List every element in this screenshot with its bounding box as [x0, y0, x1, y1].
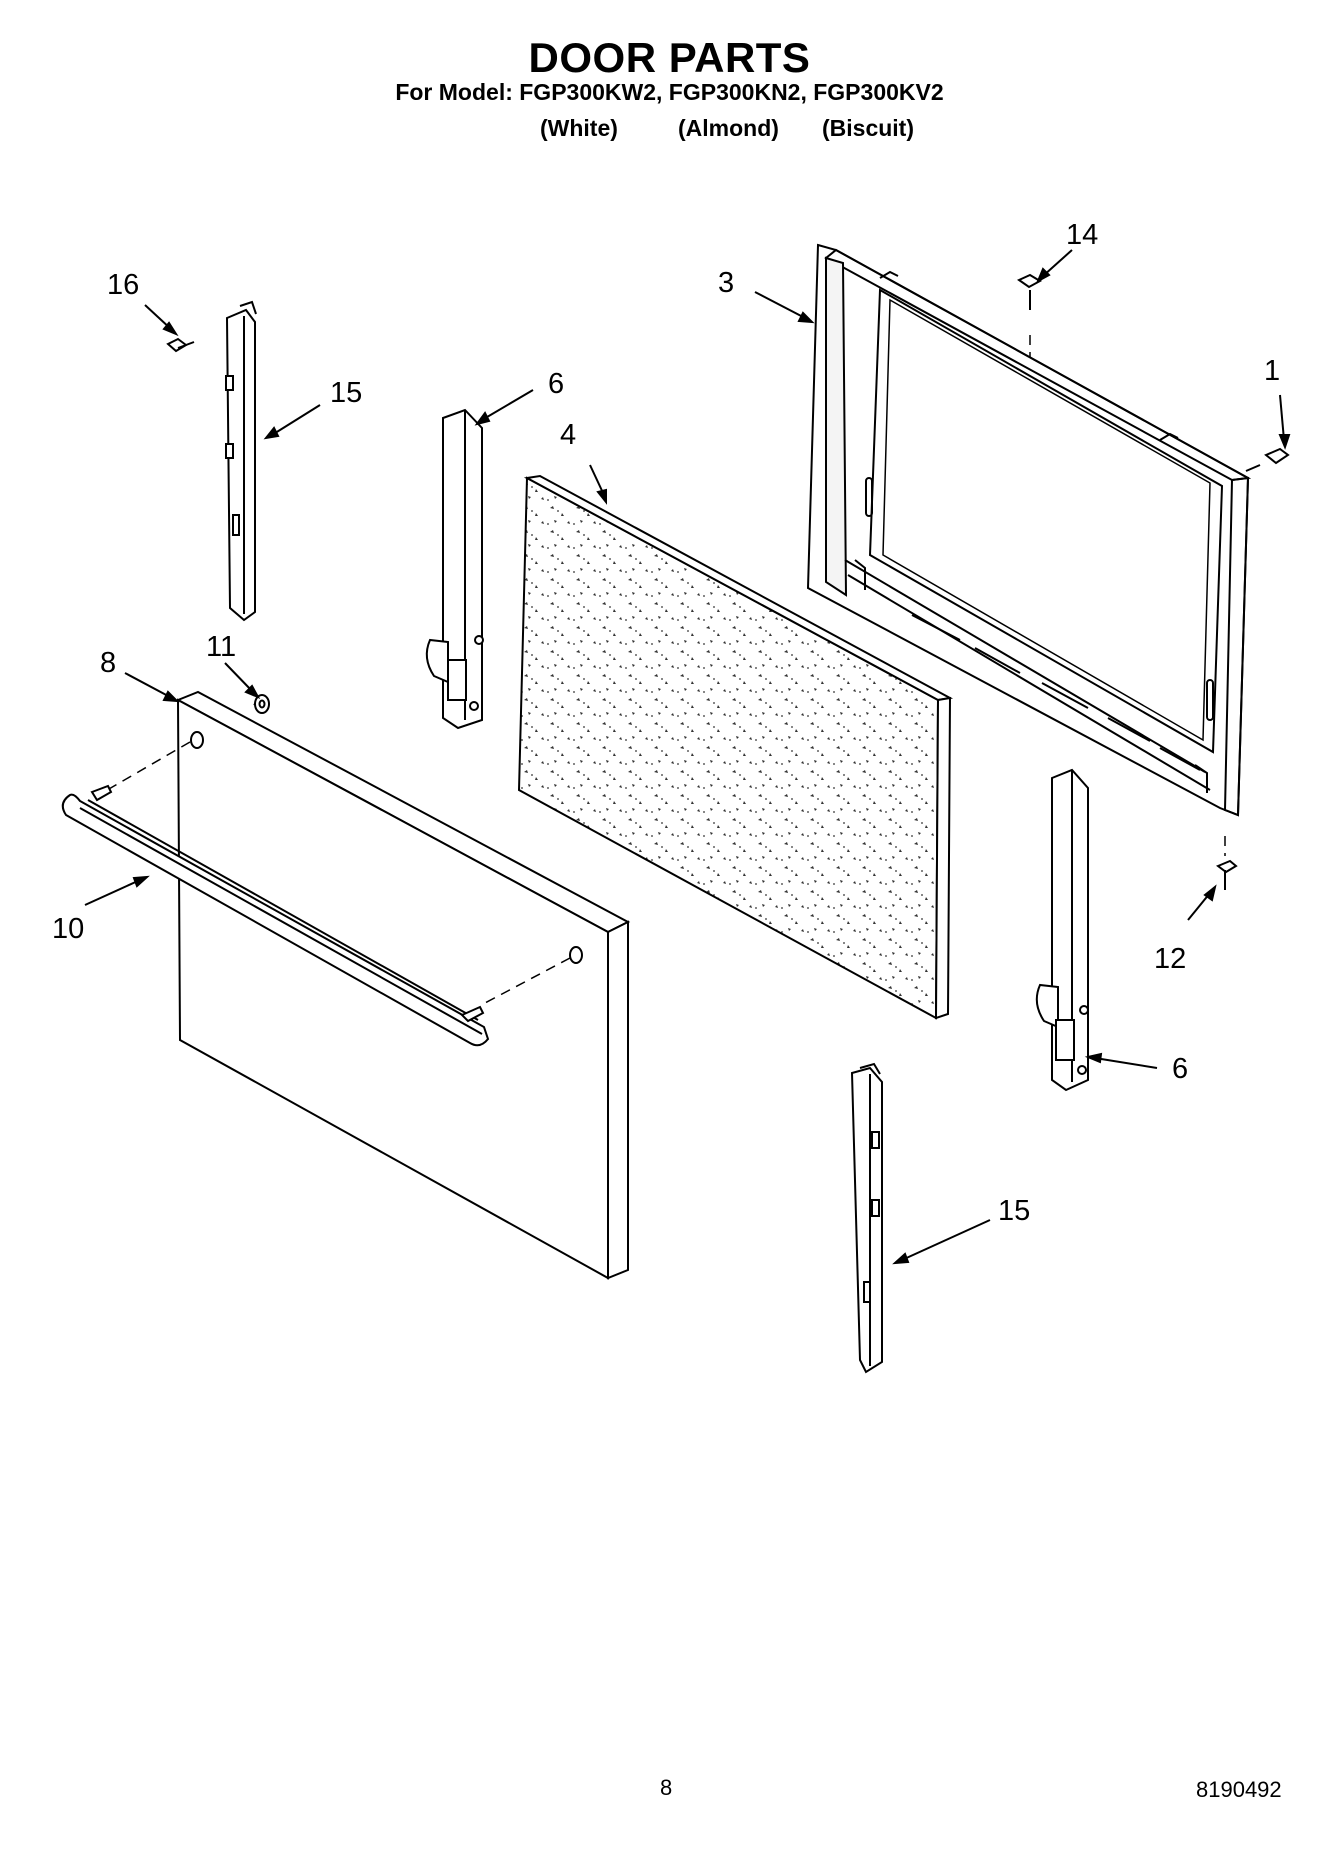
callout-3: 3: [718, 267, 734, 299]
model-line: For Model: FGP300KW2, FGP300KN2, FGP300K…: [395, 79, 944, 105]
callout-1: 1: [1264, 355, 1280, 387]
callout-6-right: 6: [1172, 1053, 1188, 1085]
callout-10: 10: [52, 913, 84, 945]
part-insulation: [517, 474, 954, 1020]
color-biscuit: (Biscuit): [822, 115, 914, 141]
part-washer-11: [254, 694, 270, 714]
document-number: 8190492: [1196, 1777, 1282, 1802]
callout-12: 12: [1154, 943, 1186, 975]
part-hinge-right: [1035, 768, 1089, 1092]
color-variants: (White) (Almond) (Biscuit): [0, 115, 1339, 141]
callout-labels: 16 15 6 4 3 14 1 8 11 10 12 6 15: [52, 219, 1280, 1227]
callout-6-left: 6: [548, 368, 564, 400]
color-white: (White): [540, 115, 618, 141]
part-handle: [61, 784, 490, 1047]
callout-16: 16: [107, 269, 139, 301]
part-vent-channel-lower: [850, 1062, 883, 1374]
callout-11: 11: [206, 631, 236, 663]
diagram-title: DOOR PARTS: [528, 34, 811, 81]
callout-4: 4: [560, 419, 576, 451]
page-number: 8: [660, 1775, 673, 1800]
callout-15-upper: 15: [330, 377, 362, 409]
callout-8: 8: [100, 647, 116, 679]
part-screw-16: [166, 337, 195, 353]
part-hinge-left: [425, 408, 484, 730]
part-screw-1: [1245, 447, 1290, 472]
part-door-frame: [806, 243, 1252, 817]
callout-15-lower: 15: [998, 1195, 1030, 1227]
part-screw-14: [1016, 273, 1043, 310]
part-vent-channel-upper: [225, 300, 257, 622]
color-almond: (Almond): [678, 115, 779, 141]
diagram-header: DOOR PARTS For Model: FGP300KW2, FGP300K…: [0, 34, 1339, 105]
callout-14: 14: [1066, 219, 1098, 251]
leader-arrows: [84, 249, 1291, 1265]
part-screw-12: [1216, 859, 1238, 890]
